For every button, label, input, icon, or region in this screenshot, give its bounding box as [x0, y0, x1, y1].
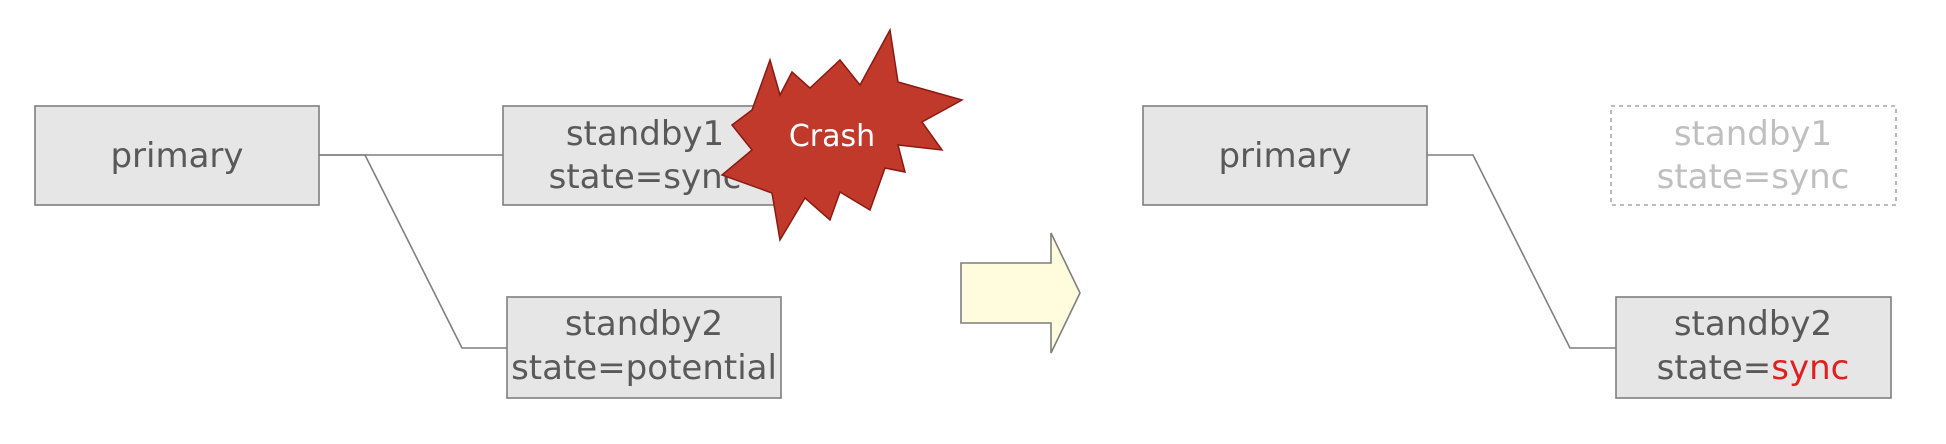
- after-panel: primary standby1 state=sync standby2 sta…: [1142, 105, 1897, 399]
- standby1-name: standby1: [566, 114, 724, 154]
- primary-label-after: primary: [1218, 136, 1351, 176]
- standby2-node: standby2 state=potential: [506, 296, 782, 399]
- standby1-node: standby1 state=sync: [502, 105, 788, 206]
- standby1-state-after: state=sync: [1657, 157, 1850, 197]
- crash-label: Crash: [789, 119, 875, 154]
- standby2-state: state=potential: [511, 348, 777, 388]
- primary-node-after: primary: [1142, 105, 1428, 206]
- crash-icon: [720, 27, 964, 243]
- crash-burst: Crash: [720, 27, 964, 243]
- standby2-node-after: standby2 state=sync: [1615, 296, 1892, 399]
- primary-label: primary: [110, 136, 243, 176]
- connector-primary-standby2: [319, 154, 507, 349]
- standby2-name: standby2: [565, 304, 723, 344]
- standby1-name-after: standby1: [1674, 114, 1832, 154]
- primary-node: primary: [34, 105, 320, 206]
- standby2-name-after: standby2: [1674, 304, 1832, 344]
- standby2-state-after: state=sync: [1657, 348, 1850, 388]
- standby2-state-prefix: state=: [1657, 348, 1772, 388]
- before-panel: primary standby1 state=sync standby2 sta…: [34, 27, 964, 399]
- transition-arrow-icon: [960, 232, 1081, 354]
- standby1-node-after-ghost: standby1 state=sync: [1610, 105, 1897, 206]
- standby2-state-value: sync: [1771, 348, 1849, 388]
- connector-primary-standby2-after: [1427, 154, 1616, 349]
- standby1-state: state=sync: [549, 157, 742, 197]
